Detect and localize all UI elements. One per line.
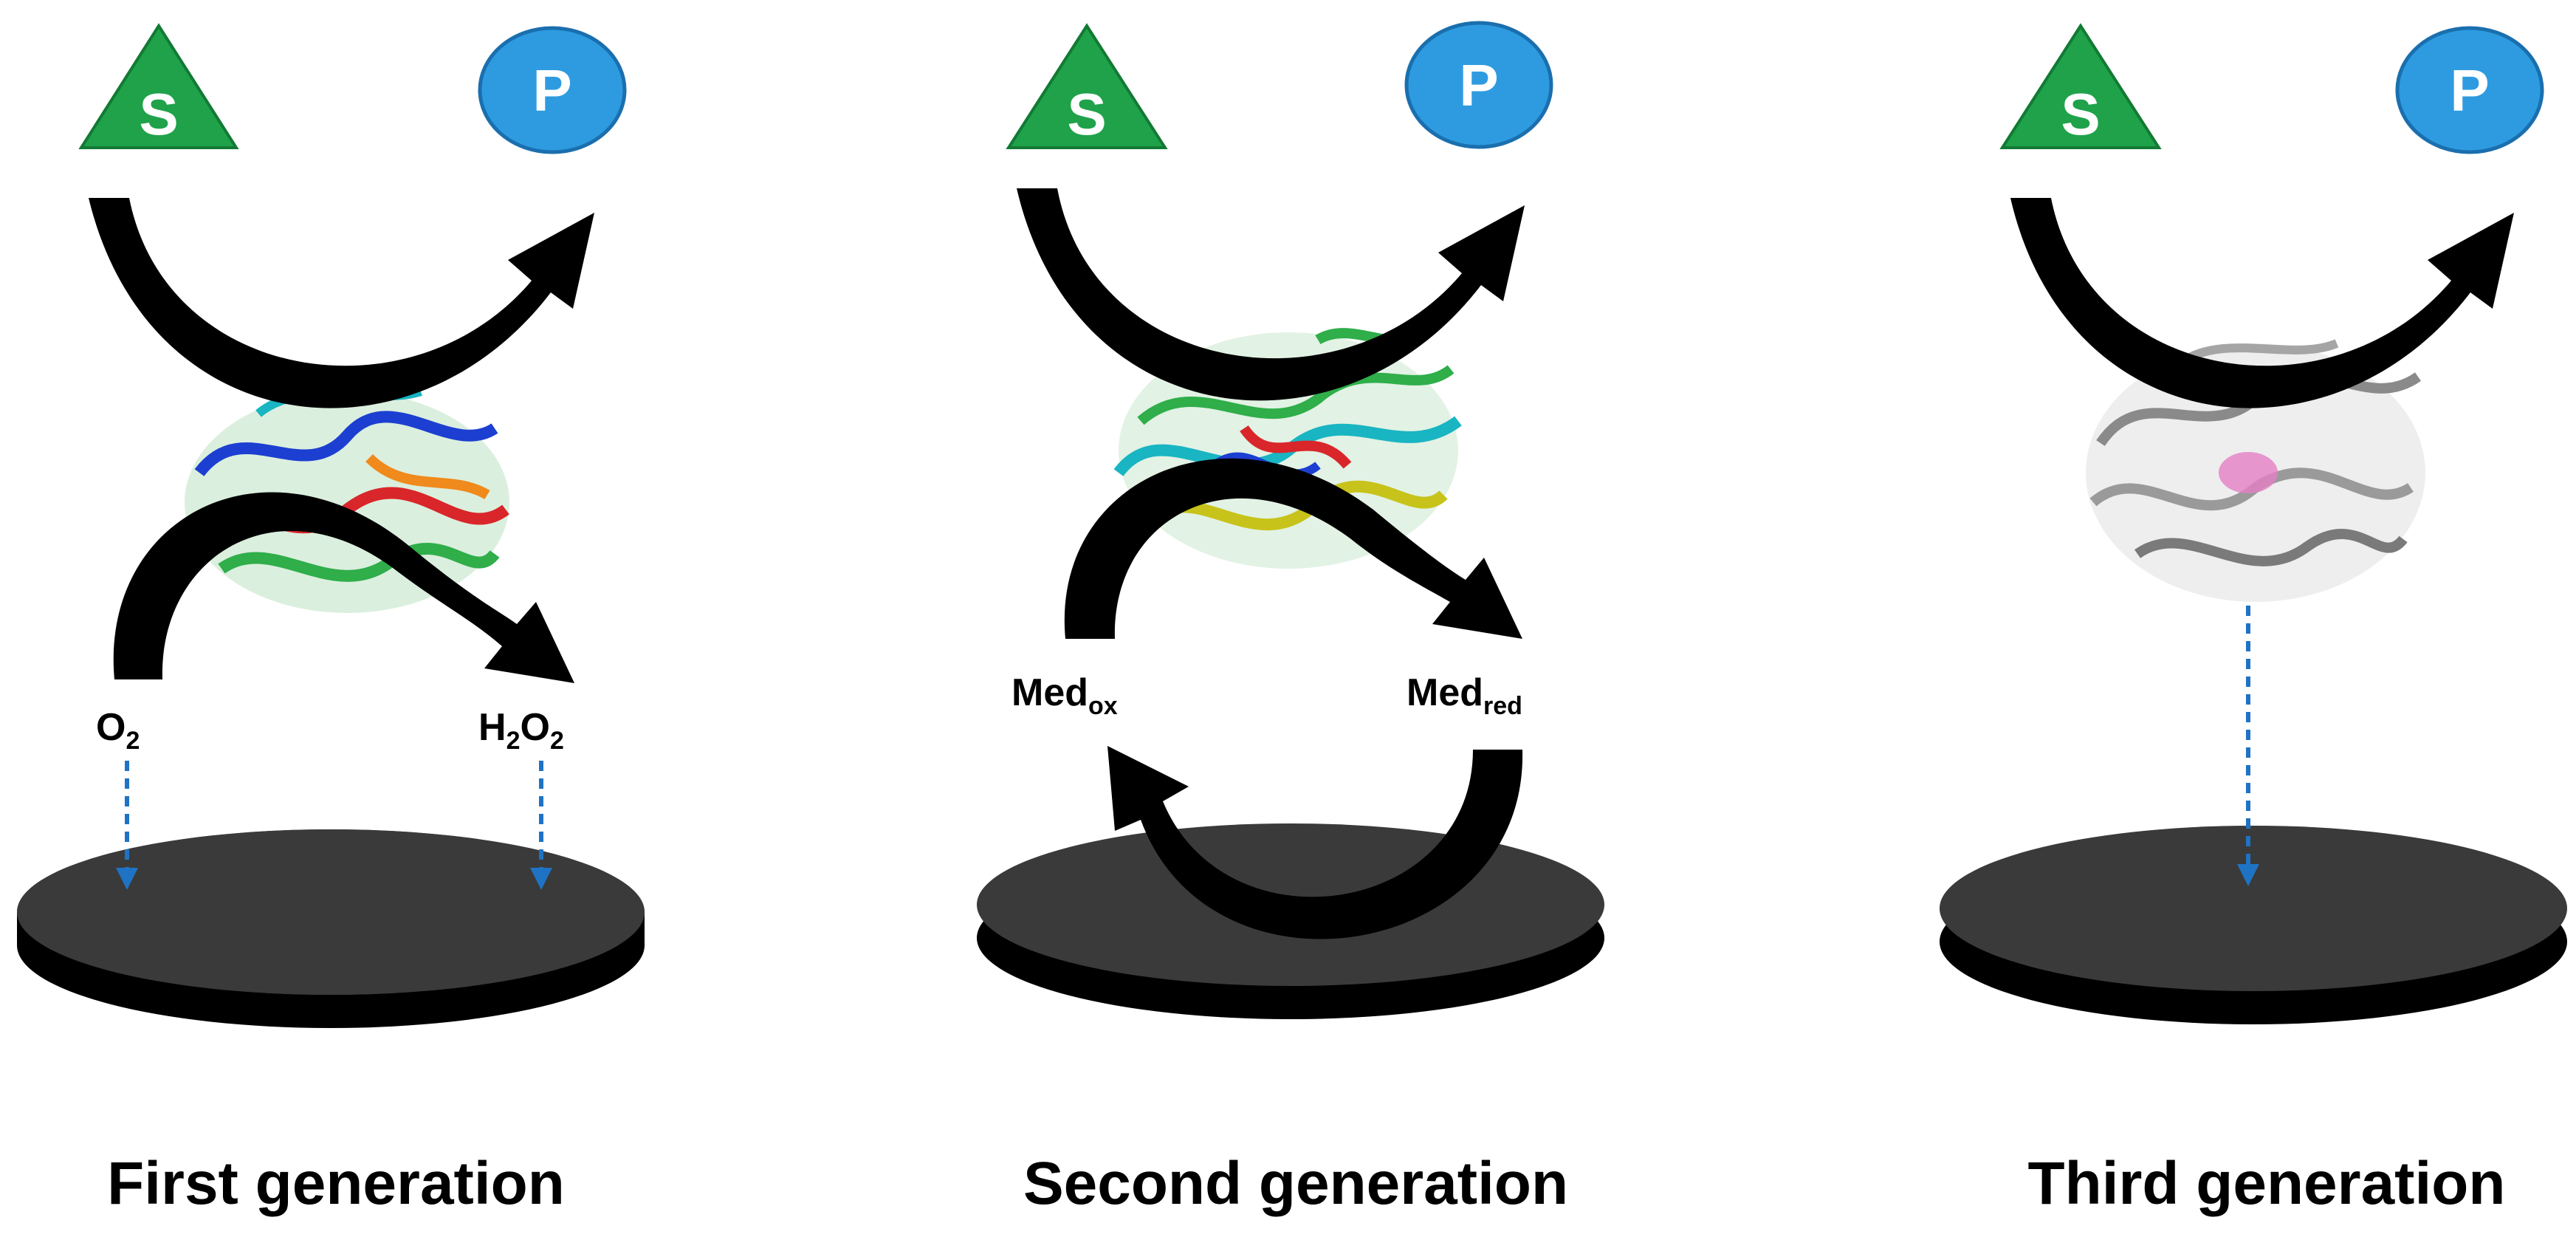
oxygen-label: O2 [96,706,140,755]
product-label: P [2450,58,2489,123]
mediator-reduced-label: Medred [1407,671,1522,720]
hydrogen-peroxide-label: H2O2 [478,706,564,755]
substrate-to-product-arrow [1017,188,1525,401]
substrate-to-product-arrow [2010,198,2514,408]
caption-second-generation: Second generation [1023,1150,1568,1217]
mediator-oxidized-to-reduced-arrow [1064,458,1522,639]
product-label: P [1459,52,1498,118]
panel-second-generation: S P Medox Medred Second generation [977,21,1604,1217]
substrate-label: S [139,81,178,147]
mediator-oxidized-label: Medox [1011,671,1118,720]
substrate-label: S [1067,81,1106,147]
product-label: P [532,58,571,123]
product-icon: P [1404,21,1553,149]
substrate-to-product-arrow [89,198,594,408]
panel-third-generation: S P Third generation [1940,23,2567,1217]
substrate-icon: S [78,23,239,149]
mediator-regeneration-arrow [1107,746,1523,939]
electrode [1940,826,2567,1024]
substrate-icon: S [1999,23,2162,149]
oxygen-to-peroxide-arrow [113,492,575,683]
product-icon: P [478,26,627,154]
substrate-label: S [2061,81,2100,147]
caption-third-generation: Third generation [2028,1150,2506,1217]
panel-first-generation: S P O2 H2O2 First [17,23,645,1217]
multicolor-ribbon-protein-icon [185,387,509,613]
product-icon: P [2395,26,2544,154]
electrode [17,829,645,1028]
caption-first-generation: First generation [107,1150,565,1217]
substrate-icon: S [1006,23,1168,149]
